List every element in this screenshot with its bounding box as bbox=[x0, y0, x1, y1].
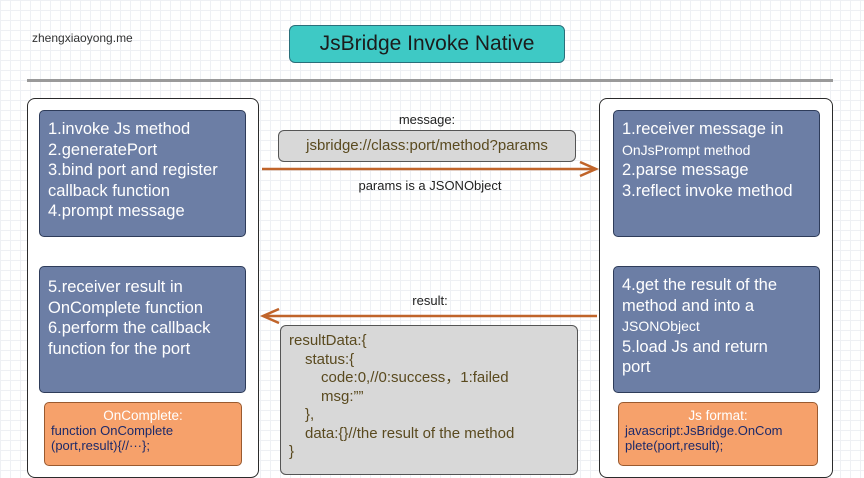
step-line: port bbox=[622, 358, 651, 376]
code-line: (port,result){//···}; bbox=[51, 438, 150, 453]
flow-arrows bbox=[259, 160, 600, 325]
step-line: 5.receiver result in bbox=[48, 278, 183, 296]
code-line: javascript:JsBridge.OnCom bbox=[625, 423, 783, 438]
header-divider bbox=[27, 79, 833, 82]
code-line: msg:”” bbox=[321, 387, 364, 405]
result-data-box: resultData:{ status:{ code:0,//0:success… bbox=[280, 325, 578, 475]
code-line: status:{ bbox=[305, 350, 355, 368]
params-note: params is a JSONObject bbox=[358, 178, 502, 193]
js-invoke-steps-card: 1.invoke Js method 2.generatePort 3.bind… bbox=[39, 110, 246, 237]
step-line: 1.invoke Js method bbox=[48, 120, 191, 138]
step-line: function for the port bbox=[48, 339, 191, 358]
oncomplete-heading: OnComplete: bbox=[103, 408, 183, 423]
diagram-title: JsBridge Invoke Native bbox=[289, 25, 565, 63]
step-line: 6.perform the callback bbox=[48, 319, 211, 337]
js-format-box: Js format: javascript:JsBridge.OnCom ple… bbox=[618, 402, 818, 466]
result-arrow bbox=[259, 307, 597, 325]
step-line: 1.receiver message in bbox=[622, 120, 784, 138]
step-line: OnComplete function bbox=[48, 298, 204, 317]
code-line: }, bbox=[305, 406, 315, 423]
code-line: resultData:{ bbox=[289, 332, 367, 349]
js-callback-steps-card: 5.receiver result in OnComplete function… bbox=[39, 266, 246, 393]
step-line: OnJsPrompt method bbox=[622, 141, 751, 158]
js-format-heading: Js format: bbox=[688, 408, 748, 423]
code-line: code:0,//0:success，1:failed bbox=[321, 369, 509, 386]
step-line: 5.load Js and return bbox=[622, 337, 768, 356]
step-line: callback function bbox=[48, 181, 170, 200]
message-arrow bbox=[262, 160, 600, 178]
message-label: message: bbox=[398, 112, 456, 127]
step-line: 3.reflect invoke method bbox=[622, 181, 793, 200]
step-line: 2.parse message bbox=[622, 161, 749, 179]
step-line: JSONObject bbox=[622, 318, 700, 334]
step-line: 4.prompt message bbox=[48, 202, 185, 220]
step-line: 2.generatePort bbox=[48, 140, 158, 159]
step-line: 3.bind port and register bbox=[48, 161, 218, 179]
code-line: function OnComplete bbox=[51, 423, 174, 438]
code-line: } bbox=[289, 443, 295, 460]
native-result-steps-card: 4.get the result of the method and into … bbox=[613, 266, 820, 393]
oncomplete-box: OnComplete: function OnComplete (port,re… bbox=[44, 402, 242, 466]
site-watermark: zhengxiaoyong.me bbox=[32, 31, 133, 45]
result-label: result: bbox=[412, 293, 448, 308]
step-line: 4.get the result of the bbox=[622, 276, 778, 294]
native-receive-steps-card: 1.receiver message in OnJsPrompt method … bbox=[613, 110, 820, 237]
step-line: method and into a bbox=[622, 296, 755, 315]
code-line: data:{}//the result of the method bbox=[305, 424, 515, 442]
code-line: plete(port,result); bbox=[625, 438, 724, 453]
message-box: jsbridge://class:port/method?params bbox=[278, 130, 576, 162]
